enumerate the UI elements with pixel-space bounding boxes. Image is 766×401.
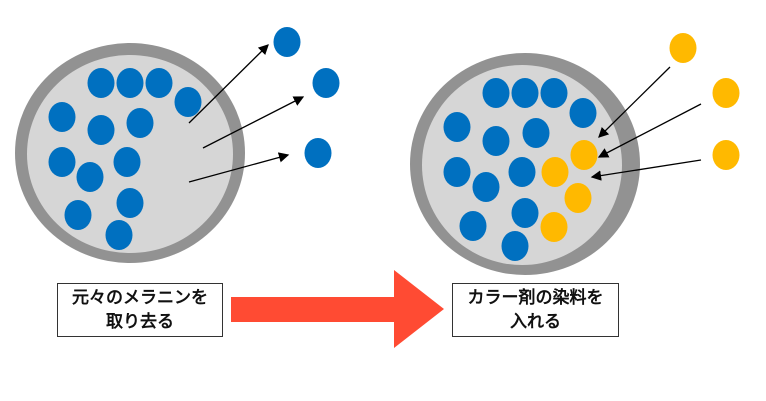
melanin-particle xyxy=(522,118,550,148)
dye-particle xyxy=(540,212,568,242)
step1-label: 元々のメラニンを 取り去る xyxy=(57,283,223,337)
dye-particle xyxy=(712,140,740,170)
dye-particle xyxy=(712,78,740,108)
melanin-particle xyxy=(48,147,76,177)
melanin-particle xyxy=(511,198,539,228)
melanin-particle xyxy=(540,78,568,108)
melanin-particle xyxy=(126,108,154,138)
melanin-particle xyxy=(443,157,471,187)
melanin-particle xyxy=(459,211,487,241)
melanin-particle xyxy=(443,112,471,142)
melanin-particle xyxy=(113,147,141,177)
melanin-particle xyxy=(273,27,301,57)
melanin-particle xyxy=(304,138,332,168)
melanin-particle xyxy=(116,68,144,98)
process-arrow xyxy=(231,270,444,348)
movement-arrow xyxy=(598,66,671,138)
melanin-particle xyxy=(48,102,76,132)
melanin-particle xyxy=(312,68,340,98)
melanin-particle xyxy=(105,220,133,250)
dye-particle xyxy=(564,183,592,213)
step1-line1: 元々のメラニンを xyxy=(72,288,208,308)
melanin-particle xyxy=(482,126,510,156)
melanin-particle xyxy=(116,188,144,218)
melanin-particle xyxy=(569,98,597,128)
melanin-particle xyxy=(145,68,173,98)
melanin-particle xyxy=(174,87,202,117)
hair-before xyxy=(15,27,340,263)
dye-particle xyxy=(541,157,569,187)
melanin-particle xyxy=(472,172,500,202)
movement-arrow xyxy=(188,152,290,183)
melanin-particle xyxy=(511,78,539,108)
melanin-particle xyxy=(501,231,529,261)
step1-line2: 取り去る xyxy=(106,312,174,332)
melanin-particle xyxy=(87,68,115,98)
dye-particle xyxy=(669,33,697,63)
step2-line2: 入れる xyxy=(510,312,561,332)
step2-line1: カラー剤の染料を xyxy=(467,288,604,308)
melanin-particle xyxy=(76,162,104,192)
melanin-particle xyxy=(482,78,510,108)
melanin-particle xyxy=(64,200,92,230)
movement-arrow xyxy=(590,159,702,181)
movement-arrow xyxy=(202,96,305,149)
hair-after xyxy=(410,33,740,275)
melanin-particle xyxy=(87,115,115,145)
dye-particle xyxy=(570,140,598,170)
movement-arrow xyxy=(597,103,702,158)
movement-arrow xyxy=(188,44,269,124)
melanin-particle xyxy=(508,157,536,187)
step2-label: カラー剤の染料を 入れる xyxy=(452,283,619,337)
